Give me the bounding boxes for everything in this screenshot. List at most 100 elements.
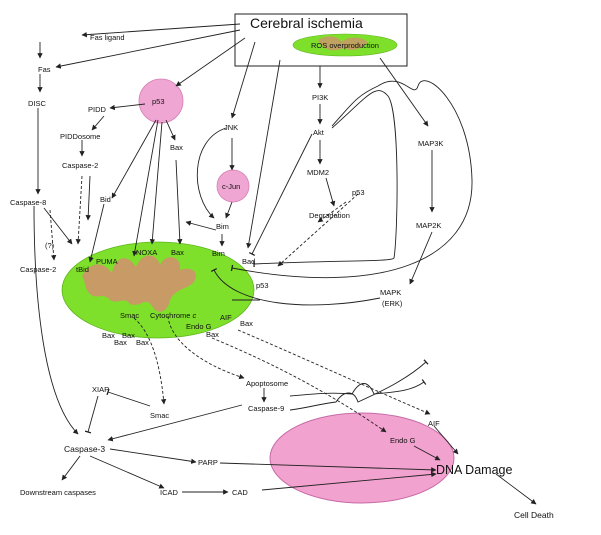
- label-p53-mid: p53: [352, 188, 365, 197]
- arrow-ischemia-p53: [175, 37, 246, 87]
- label-bim-mito: Bim: [212, 249, 225, 258]
- arrow-bax-mito: [175, 159, 183, 245]
- label-cell-death: Cell Death: [514, 510, 554, 520]
- inhibit-xiap-caspase3: [84, 395, 99, 434]
- label-caspase-2-top: Caspase-2: [62, 161, 98, 170]
- label-smac: Smac: [150, 411, 169, 420]
- arrow-bid-tbid: [88, 203, 105, 263]
- label-caspase-2-bottom: Caspase-2: [20, 265, 56, 274]
- dashed-smac-release: [133, 317, 167, 405]
- label-jnk: JNK: [224, 123, 238, 132]
- arrow-cjun-bim: [225, 201, 233, 219]
- arrow-ischemia-fasligand: [81, 23, 241, 38]
- inhibit-caspase9-hop: [289, 379, 427, 397]
- label-erk: (ERK): [382, 299, 403, 308]
- label-dna-damage: DNA Damage: [436, 463, 512, 477]
- inhibit-smac-xiap: [106, 388, 151, 407]
- label-aif-nucleus: AIF: [428, 419, 440, 428]
- label-tbid: tBid: [76, 265, 89, 274]
- label-question: (?): [45, 241, 55, 250]
- arrow-ischemia-bad: [246, 59, 281, 249]
- label-pi3k: PI3K: [312, 93, 328, 102]
- label-bax-a: Bax: [102, 331, 115, 340]
- arrow-dna-celldeath: [495, 473, 537, 505]
- arrow-pidd-piddosome: [91, 115, 105, 131]
- label-bax-b: Bax: [114, 338, 127, 347]
- label-ros-overproduction: ROS overproduction: [311, 41, 379, 50]
- label-p53-mito: p53: [256, 281, 269, 290]
- inhibit-akt-mito: [253, 90, 398, 268]
- arrow-caspase3-parp: [109, 448, 197, 464]
- label-caspase-9: Caspase-9: [248, 404, 284, 413]
- arrow-caspase2-bid: [85, 175, 91, 221]
- nucleus-shape: [269, 412, 455, 504]
- label-akt: Akt: [313, 128, 325, 137]
- arrow-mdm2-degradation: [325, 177, 336, 207]
- arrow-bim-bax: [185, 220, 217, 231]
- arrow-caspase3-icad: [89, 455, 165, 489]
- inhibit-erk-long: [230, 80, 473, 279]
- arrow-caspase9-caspase3: [107, 404, 243, 442]
- label-cytochrome: Cytochrome: [150, 311, 193, 320]
- label-xiap: XIAP: [92, 385, 109, 394]
- arrow-p53-bid: [111, 119, 157, 199]
- label-caspase-8: Caspase-8: [10, 198, 46, 207]
- label-bax-d: Bax: [136, 338, 149, 347]
- label-map2k: MAP2K: [416, 221, 441, 230]
- p53-top-circle: [138, 78, 184, 124]
- label-endo-g-nucleus: Endo G: [390, 436, 416, 445]
- inhibit-mapk-bim: [210, 268, 381, 306]
- arrow-caspase8-caspase3: [33, 205, 79, 435]
- inhibit-caspase9-hop2: [289, 359, 429, 411]
- label-apoptosome: Apoptosome: [246, 379, 288, 388]
- dashed-p53-mito: [277, 193, 359, 267]
- label-degradation: Degradation: [309, 211, 350, 220]
- arrow-cad-dna: [261, 471, 437, 491]
- label-downstream-caspases: Downstream caspases: [20, 488, 96, 497]
- label-parp: PARP: [198, 458, 218, 467]
- pathway-dashed-arrows: [49, 175, 431, 433]
- arrow-map2k-mapk: [409, 231, 433, 285]
- arrow-endog-dna: [413, 445, 441, 461]
- label-mdm2: MDM2: [307, 168, 329, 177]
- arrow-jnk-bim: [196, 127, 227, 219]
- arrow-p53-bax: [165, 119, 176, 141]
- dashed-caspase2-tbid: [75, 175, 83, 245]
- dashed-p53-degradation: [317, 201, 347, 223]
- label-p53-top: p53: [152, 97, 165, 106]
- label-aif-mito: AIF: [220, 313, 232, 322]
- arrow-aif-dna: [433, 425, 459, 455]
- dashed-caspase8-caspase2: [49, 209, 57, 261]
- arrow-caspase8-tbid: [43, 207, 73, 245]
- label-caspase-3: Caspase-3: [64, 444, 105, 454]
- label-pidd: PIDD: [88, 105, 107, 114]
- label-c-jun: c-Jun: [222, 182, 240, 191]
- label-mapk: MAPK: [380, 288, 401, 297]
- label-cytochrome-italic-c: c: [193, 311, 197, 320]
- label-endo-g-mito: Endo G: [186, 322, 212, 331]
- label-bax-top: Bax: [170, 143, 183, 152]
- inhibit-akt-bad: [248, 133, 313, 256]
- label-bim-top: Bim: [216, 222, 229, 231]
- arrow-caspase3-downstream: [61, 455, 81, 481]
- dashed-aif-nucleus: [237, 329, 431, 415]
- arrow-ischemia-fas: [55, 29, 241, 69]
- label-piddosome: PIDDosome: [60, 132, 100, 141]
- label-bax-right-2: Bax: [206, 330, 219, 339]
- label-cytochrome-c: Cytochrome c: [150, 311, 197, 320]
- label-bax-mito: Bax: [171, 248, 184, 257]
- label-cad: CAD: [232, 488, 248, 497]
- label-bad: Bad: [242, 257, 255, 266]
- label-smac-mito: Smac: [120, 311, 139, 320]
- arrow-p53-pidd: [109, 103, 146, 111]
- label-noxa: NOXA: [136, 248, 157, 257]
- label-disc: DISC: [28, 99, 47, 108]
- label-bid: Bid: [100, 195, 111, 204]
- label-map3k: MAP3K: [418, 139, 443, 148]
- arrow-p53-puma: [132, 119, 159, 257]
- arrow-ischemia-map3k: [379, 57, 429, 127]
- label-bax-c: Bax: [122, 331, 135, 340]
- dashed-cytoc-apoptosome: [167, 315, 245, 380]
